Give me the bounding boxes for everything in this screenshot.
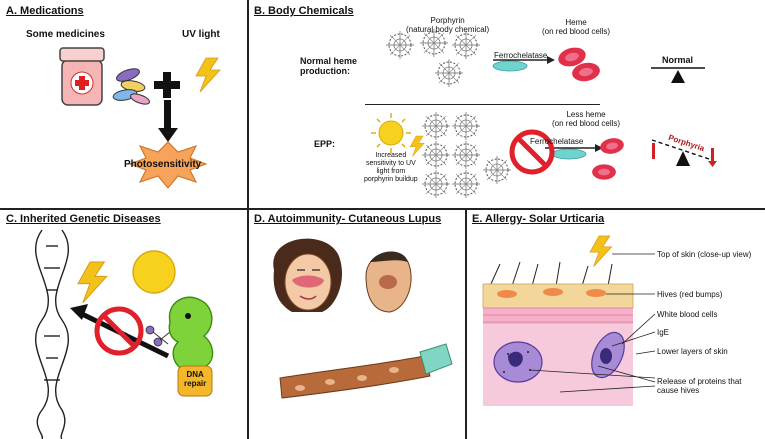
divider-ab: [247, 0, 249, 210]
porphyrin-molecules-epp: [421, 111, 512, 199]
photosensitivity-burst-icon: [128, 141, 208, 189]
panel-a-title: A. Medications: [6, 5, 84, 17]
photosensitivity-label: Photosensitivity: [124, 159, 202, 170]
sensitivity-label: Increased sensitivity to UV light from p…: [364, 152, 418, 183]
annotation-lines: [529, 253, 656, 393]
face-illustration: [273, 238, 343, 312]
hives-bumps: [497, 288, 606, 298]
pills-icon: [112, 68, 150, 105]
white-blood-cell-left: [493, 341, 543, 383]
no-sign-icon-b: [509, 129, 555, 175]
uv-bolt-icon-c: [77, 261, 108, 304]
divider-b-rows: [365, 104, 600, 105]
normal-scale-icon: [651, 67, 705, 83]
heme-cells-normal: [556, 44, 602, 84]
wbc-label: White blood cells: [657, 310, 718, 319]
porphyrin-molecules-normal: [385, 28, 481, 88]
heme-cells-epp: [592, 136, 626, 180]
panel-d-title: D. Autoimmunity- Cutaneous Lupus: [254, 213, 442, 225]
lower-skin-label: Lower layers of skin: [657, 347, 728, 356]
skin-hairs: [489, 261, 613, 287]
divider-top-bottom: [0, 208, 765, 210]
dna-repair-box-icon: [177, 365, 213, 397]
down-arrow-icon: [158, 100, 178, 142]
dna-repair-enzyme-icon: [168, 296, 214, 389]
dna-repair-label: DNA repair: [184, 370, 207, 388]
enzyme-label-epp: Ferrochelatase: [530, 137, 584, 146]
enzyme-label-normal: Ferrochelatase: [494, 51, 548, 60]
scalp-illustration: [365, 251, 412, 313]
normal-scale-label: Normal: [662, 55, 694, 65]
no-sign-icon-c: [94, 306, 144, 356]
heme-label: Heme (on red blood cells): [542, 18, 611, 36]
sun-icon-c: [132, 250, 176, 294]
medicines-label: Some medicines: [26, 29, 105, 40]
enzyme-icon-normal: [492, 60, 528, 72]
plus-sign-icon: [154, 72, 180, 98]
sun-icon-b: [371, 113, 411, 153]
arm-illustration: [279, 343, 453, 399]
uv-bolt-icon-e: [589, 235, 612, 267]
epp-label: EPP:: [314, 139, 336, 149]
uv-light-label: UV light: [182, 29, 220, 40]
panel-c-title: C. Inherited Genetic Diseases: [6, 213, 161, 225]
medicine-jar-icon: [59, 47, 105, 106]
panel-b-title: B. Body Chemicals: [254, 5, 354, 17]
normal-row-label: Normal heme production:: [300, 56, 358, 76]
scissors-icon: [145, 325, 171, 347]
release-label: Release of proteins that cause hives: [657, 377, 742, 395]
hives-label: Hives (red bumps): [657, 290, 723, 299]
less-heme-label: Less heme (on red blood cells): [552, 110, 621, 128]
uv-bolt-icon: [195, 57, 221, 93]
divider-cd: [247, 208, 249, 439]
panel-e-title: E. Allergy- Solar Urticaria: [472, 213, 605, 225]
porphyrin-label: Porphyrin (natural body chemical): [406, 16, 490, 34]
divider-de: [465, 208, 467, 439]
top-skin-label: Top of skin (close-up view): [657, 250, 752, 259]
ige-label: IgE: [657, 328, 670, 337]
enzyme-icon-epp: [551, 148, 587, 160]
dna-helix-icon: [35, 229, 69, 439]
porphyria-scale-icon: [651, 139, 717, 167]
arrow-normal-icon: [493, 56, 555, 64]
